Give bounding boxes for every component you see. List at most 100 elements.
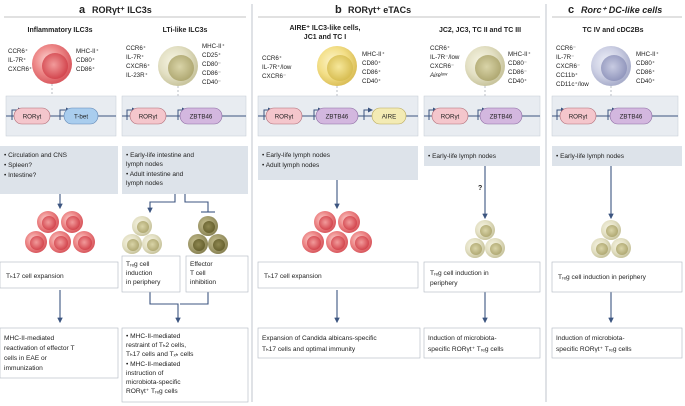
- section-a-title: RORγt⁺ ILC3s: [92, 5, 152, 15]
- zbtb46-gene-pill: [479, 107, 523, 125]
- svg-text:ZBTB46: ZBTB46: [190, 114, 213, 121]
- svg-text:restraint of Tₕ2 cells,: restraint of Tₕ2 cells,: [126, 342, 186, 349]
- lti-effector-outcome-box: Effector T cell inhibition: [185, 255, 249, 293]
- section-c-title: Rorc⁺ DC-like cells: [581, 5, 662, 15]
- inflammatory-ilc3-cell: [32, 44, 72, 84]
- dc-outcome-box: Tᵣₑg cell induction in periphery: [551, 261, 683, 293]
- jc2-gene-panel: RORγt ZBTB46: [423, 95, 541, 137]
- svg-text:IL-7R⁻/low: IL-7R⁻/low: [430, 54, 460, 61]
- section-b-title: RORγt⁺ eTACs: [348, 5, 411, 15]
- svg-text:IL-7R⁺: IL-7R⁺: [126, 54, 144, 61]
- svg-text:• MHC-II-mediated: • MHC-II-mediated: [126, 361, 181, 368]
- section-b-header: b RORγt⁺ eTACs: [258, 4, 540, 18]
- lti-effector-cluster: [188, 216, 228, 254]
- svg-text:• Intestine?: • Intestine?: [4, 172, 37, 179]
- rorgt-gene-pill: [129, 107, 167, 125]
- dc-function-box: Induction of microbiota- specific RORγt⁺…: [551, 327, 683, 359]
- svg-text:induction: induction: [126, 270, 153, 277]
- aire-gene-panel: RORγt ZBTB46 AIRE: [257, 95, 419, 137]
- svg-text:Tᵣₑg cell: Tᵣₑg cell: [126, 261, 150, 268]
- svg-text:Tᵣₑg cell induction in periphe: Tᵣₑg cell induction in periphery: [558, 274, 647, 281]
- dc-markers-left: CCR6⁻ IL-7R⁻ CXCR6⁻ CC11b⁺ CD11c⁺/low: [556, 45, 589, 88]
- svg-text:inhibition: inhibition: [190, 279, 216, 286]
- svg-text:specific RORγt⁺ Tᵣₑg cells: specific RORγt⁺ Tᵣₑg cells: [428, 346, 504, 353]
- section-c-header: c Rorc⁺ DC-like cells: [552, 4, 682, 18]
- svg-text:CXCR6⁻: CXCR6⁻: [262, 73, 286, 80]
- svg-text:CCR6⁺: CCR6⁺: [262, 55, 282, 62]
- svg-text:CD86⁺: CD86⁺: [362, 69, 381, 76]
- svg-text:CD86⁺: CD86⁺: [636, 69, 655, 76]
- inflammatory-outcome-box: Tₕ17 cell expansion: [0, 261, 119, 289]
- lti-location-panel: • Early-life intestine and lymph nodes •…: [122, 146, 248, 194]
- svg-text:CD80⁺: CD80⁺: [362, 60, 381, 67]
- svg-text:Induction of microbiota-: Induction of microbiota-: [428, 335, 497, 342]
- svg-text:RORγt: RORγt: [441, 114, 460, 121]
- rorgt-gene-pill: [265, 107, 303, 125]
- svg-text:Aireˡᵒʷ: Aireˡᵒʷ: [429, 72, 448, 79]
- svg-text:cells in EAE or: cells in EAE or: [4, 355, 48, 362]
- aire-outcome-box: Tₕ17 cell expansion: [257, 261, 419, 289]
- svg-text:CXCR6⁻: CXCR6⁻: [556, 63, 580, 70]
- svg-text:CCR6⁺: CCR6⁺: [8, 48, 28, 55]
- svg-text:IL-23R⁺: IL-23R⁺: [126, 72, 148, 79]
- svg-text:• Spleen?: • Spleen?: [4, 162, 32, 169]
- zbtb46-gene-pill: [315, 107, 359, 125]
- svg-text:CXCR6⁻: CXCR6⁻: [430, 63, 454, 70]
- lti-ilc3-cell: [158, 46, 198, 86]
- svg-text:• Early-life intestine and: • Early-life intestine and: [126, 152, 194, 159]
- svg-text:CD86⁻: CD86⁻: [202, 70, 221, 77]
- zbtb46-gene-pill: [179, 107, 223, 125]
- jc2-treg-cluster: [465, 220, 505, 258]
- aire-th17-cluster: [302, 211, 372, 253]
- lti-gene-panel: RORγt ZBTB46: [121, 95, 247, 137]
- jc2-outcome-box: Tᵣₑg cell induction in periphery: [423, 261, 541, 293]
- dc-gene-panel: RORγt ZBTB46: [551, 95, 679, 137]
- svg-text:T cell: T cell: [190, 270, 206, 277]
- svg-text:Tₕ17 cells and Tₓₕ cells: Tₕ17 cells and Tₓₕ cells: [126, 351, 194, 358]
- svg-text:immunization: immunization: [4, 365, 43, 372]
- svg-text:Tᵣₑg cell induction in: Tᵣₑg cell induction in: [430, 270, 489, 277]
- svg-text:CD86⁻: CD86⁻: [508, 69, 527, 76]
- jc2-function-box: Induction of microbiota- specific RORγt⁺…: [423, 327, 541, 359]
- jc2-location-panel: • Early-life lymph nodes: [424, 146, 540, 166]
- jc2-markers-right: MHC-II⁺ CD80⁻ CD86⁻ CD40⁺: [508, 51, 531, 85]
- svg-text:CD40⁺: CD40⁺: [636, 78, 655, 85]
- svg-text:CD40⁻: CD40⁻: [202, 79, 221, 86]
- lti-markers-left: CCR6⁺ IL-7R⁺ CXCR6⁺ IL-23R⁺: [126, 45, 150, 79]
- svg-text:microbiota-specific: microbiota-specific: [126, 379, 181, 386]
- jc2-cell: [465, 46, 505, 86]
- svg-text:ZBTB46: ZBTB46: [326, 114, 349, 121]
- svg-text:in periphery: in periphery: [126, 279, 161, 286]
- svg-text:• Adult lymph nodes: • Adult lymph nodes: [262, 162, 320, 169]
- aire-title-line2: JC1 and TC I: [304, 34, 346, 41]
- svg-text:Tₕ17 cell expansion: Tₕ17 cell expansion: [264, 273, 322, 280]
- svg-text:RORγt: RORγt: [139, 114, 158, 121]
- inflammatory-title: Inflammatory ILC3s: [28, 27, 93, 34]
- svg-text:lymph nodes: lymph nodes: [126, 180, 164, 187]
- svg-text:MHC-II⁺: MHC-II⁺: [636, 51, 659, 58]
- rorgt-gene-pill: [13, 107, 51, 125]
- svg-text:lymph nodes: lymph nodes: [126, 161, 164, 168]
- flow-arrows: [57, 166, 614, 324]
- svg-text:CD25⁺: CD25⁺: [202, 52, 221, 59]
- inflammatory-location-panel: • Circulation and CNS • Spleen? • Intest…: [0, 146, 118, 194]
- svg-text:RORγt: RORγt: [275, 114, 294, 121]
- dc-like-cell: [591, 46, 631, 86]
- svg-text:CD11c⁺/low: CD11c⁺/low: [556, 81, 589, 88]
- svg-text:ZBTB46: ZBTB46: [490, 114, 513, 121]
- jc2-title: JC2, JC3, TC II and TC III: [439, 27, 521, 34]
- svg-text:CXCR6⁺: CXCR6⁺: [8, 66, 32, 73]
- svg-text:MHC-II⁺: MHC-II⁺: [202, 43, 225, 50]
- svg-text:• Adult intestine and: • Adult intestine and: [126, 171, 184, 178]
- aire-function-box: Expansion of Candida albicans-specific T…: [257, 327, 421, 359]
- svg-text:IL-7R⁺/low: IL-7R⁺/low: [262, 64, 292, 71]
- aire-markers-left: CCR6⁺ IL-7R⁺/low CXCR6⁻: [262, 55, 292, 80]
- svg-text:MHC-II⁺: MHC-II⁺: [508, 51, 531, 58]
- svg-text:MHC-II⁺: MHC-II⁺: [76, 48, 99, 55]
- aire-title-line1: AIRE⁺ ILC3-like cells,: [290, 25, 361, 32]
- svg-text:specific RORγt⁺ Tᵣₑg cells: specific RORγt⁺ Tᵣₑg cells: [556, 346, 632, 353]
- svg-text:CD86⁺: CD86⁺: [76, 66, 95, 73]
- svg-text:• Early-life lymph nodes: • Early-life lymph nodes: [556, 153, 625, 160]
- svg-text:Tₕ17 cell expansion: Tₕ17 cell expansion: [6, 273, 64, 280]
